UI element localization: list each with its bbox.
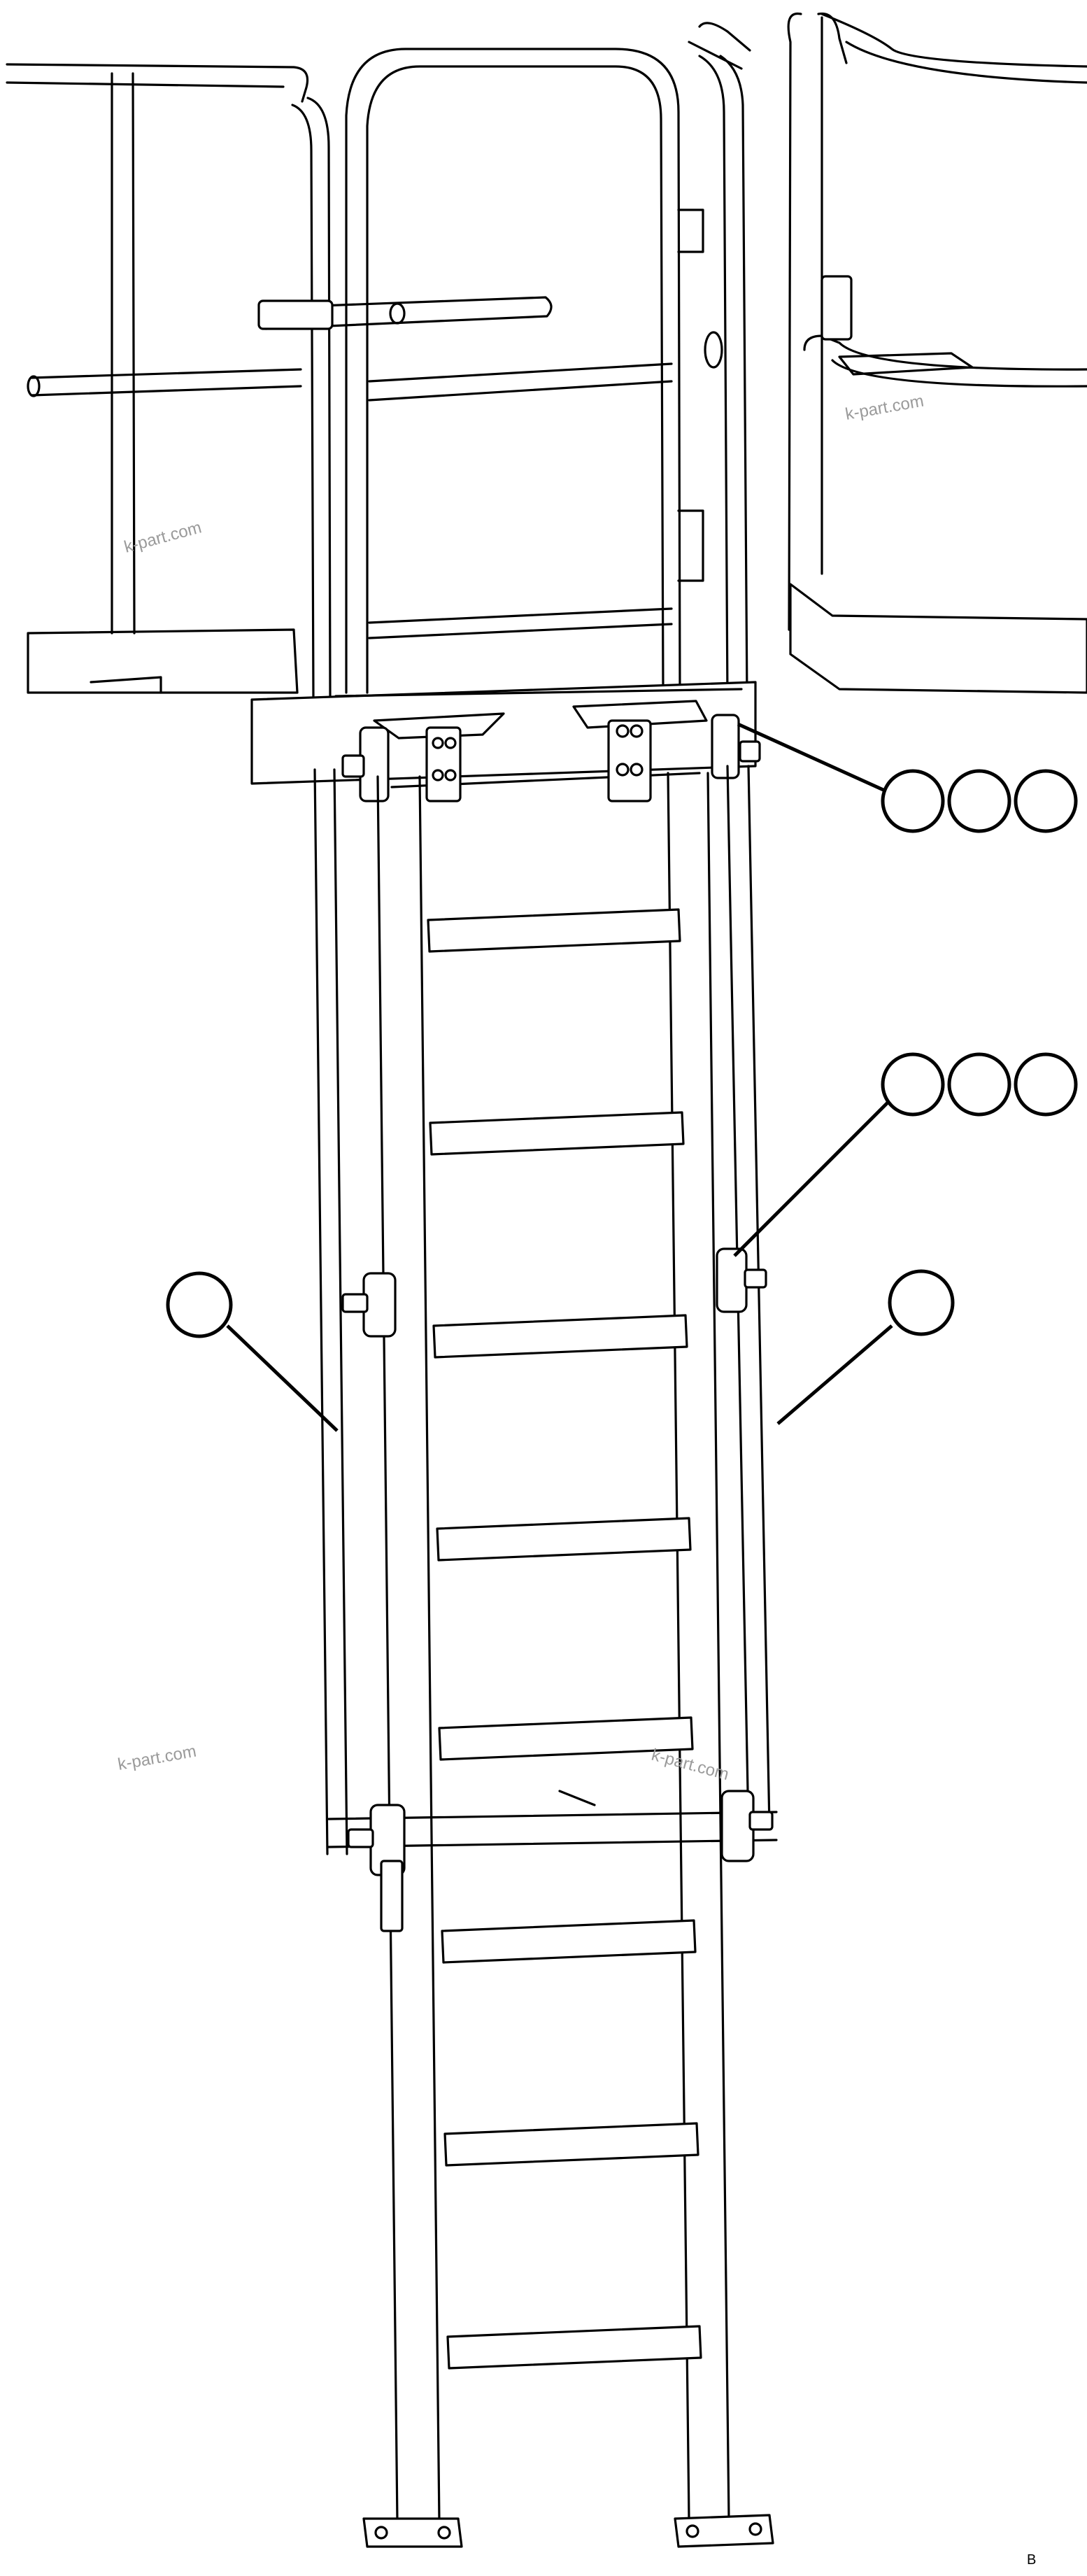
ladder-feet <box>362 2514 774 2548</box>
callout-bubble <box>1014 1052 1078 1117</box>
callout-bubble <box>1014 769 1078 833</box>
callout-bubble <box>947 769 1011 833</box>
sliding-ladder-rails <box>376 772 730 2524</box>
watermark-text: k-part.com <box>844 392 925 424</box>
right-guard-railing <box>677 12 1087 701</box>
callout-bubble <box>888 1269 955 1336</box>
callout-group-middle <box>733 1052 1078 1257</box>
callout-bubble <box>881 1052 945 1117</box>
top-gate-frame <box>257 48 681 694</box>
callout-bubble <box>166 1271 233 1338</box>
guide-clamps <box>341 1247 774 1932</box>
ladder-rungs <box>427 908 702 2370</box>
watermark-text: k-part.com <box>116 1742 197 1774</box>
callout-bubble <box>881 769 945 833</box>
callout-bubble <box>947 1052 1011 1117</box>
callout-right-rail <box>776 1269 955 1425</box>
callout-left-rail <box>166 1271 339 1432</box>
platform-bracket <box>250 681 761 802</box>
callout-group-upper <box>737 722 1078 833</box>
corner-mark: B <box>1027 2552 1036 2568</box>
left-guard-railing <box>6 63 332 701</box>
